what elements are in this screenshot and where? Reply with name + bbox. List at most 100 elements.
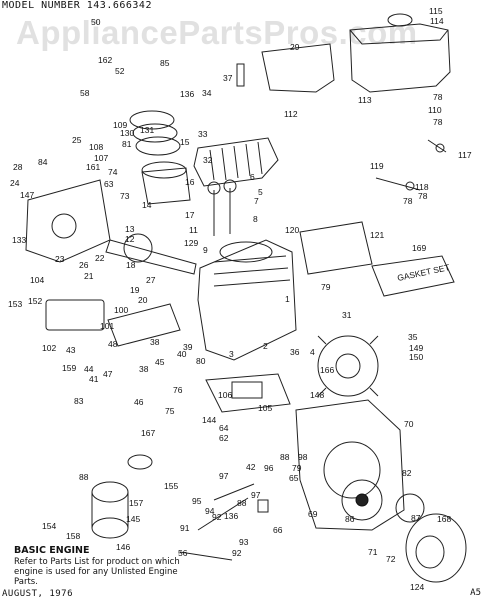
part-label-74: 74 — [108, 167, 118, 177]
part-label-46: 46 — [134, 397, 144, 407]
part-label-8: 8 — [253, 214, 258, 224]
part-label-97: 97 — [219, 471, 229, 481]
part-label-112: 112 — [284, 109, 298, 119]
part-label-100: 100 — [114, 305, 128, 315]
cylinder-head — [193, 137, 279, 187]
part-label-88: 88 — [280, 452, 290, 462]
part-label-152: 152 — [28, 296, 42, 306]
part-label-4: 4 — [310, 347, 315, 357]
part-label-12: 12 — [125, 234, 135, 244]
part-label-78: 78 — [433, 92, 443, 102]
part-label-115: 115 — [429, 6, 443, 16]
part-label-34: 34 — [202, 88, 212, 98]
part-label-78: 78 — [403, 196, 413, 206]
part-label-79: 79 — [321, 282, 331, 292]
part-label-35: 35 — [408, 332, 418, 342]
part-label-91: 91 — [180, 523, 190, 533]
part-label-24: 24 — [10, 178, 20, 188]
part-label-153: 153 — [8, 299, 22, 309]
part-label-108: 108 — [89, 142, 103, 152]
part-label-168: 168 — [437, 514, 451, 524]
part-label-131: 131 — [140, 125, 154, 135]
muffler-shield — [299, 221, 373, 275]
part-label-19: 19 — [130, 285, 140, 295]
part-label-110: 110 — [428, 105, 442, 115]
part-label-136: 136 — [180, 89, 194, 99]
part-label-101: 101 — [100, 321, 114, 331]
part-label-73: 73 — [120, 191, 130, 201]
carburetor — [45, 299, 181, 347]
part-label-29: 29 — [290, 42, 300, 52]
part-label-13: 13 — [125, 224, 135, 234]
part-label-114: 114 — [430, 16, 444, 26]
part-label-129: 129 — [184, 238, 198, 248]
base-gasket — [205, 373, 291, 413]
part-label-148: 148 — [310, 390, 324, 400]
part-label-6: 6 — [250, 172, 255, 182]
part-label-22: 22 — [95, 253, 105, 263]
part-label-117: 117 — [458, 150, 472, 160]
part-label-20: 20 — [138, 295, 148, 305]
part-label-106: 106 — [218, 390, 232, 400]
crankcase-cover — [25, 179, 111, 263]
part-label-28: 28 — [13, 162, 23, 172]
parts-list-note: Refer to Parts List for product on which… — [14, 557, 180, 587]
part-label-36: 36 — [290, 347, 300, 357]
part-label-95: 95 — [192, 496, 202, 506]
part-label-44: 44 — [84, 364, 94, 374]
part-label-64: 64 — [219, 423, 229, 433]
part-label-81: 81 — [122, 139, 132, 149]
valves — [207, 179, 237, 236]
page-code: A5 — [470, 588, 481, 598]
part-label-52: 52 — [115, 66, 125, 76]
part-label-87: 87 — [411, 513, 421, 523]
part-label-62: 62 — [219, 433, 229, 443]
piston — [141, 161, 191, 205]
part-label-48: 48 — [108, 339, 118, 349]
part-label-72: 72 — [386, 554, 396, 564]
part-label-107: 107 — [94, 153, 108, 163]
part-label-25: 25 — [72, 135, 82, 145]
date-footer: AUGUST, 1976 — [2, 589, 74, 599]
part-label-14: 14 — [142, 200, 152, 210]
part-label-85: 85 — [160, 58, 170, 68]
part-label-37: 37 — [223, 73, 233, 83]
part-label-93: 93 — [239, 537, 249, 547]
part-label-167: 167 — [141, 428, 155, 438]
part-label-47: 47 — [103, 369, 113, 379]
part-label-96: 96 — [264, 463, 274, 473]
part-label-119: 119 — [370, 161, 384, 171]
part-label-150: 150 — [409, 352, 423, 362]
engine-block — [197, 239, 297, 361]
part-label-5: 5 — [258, 187, 263, 197]
part-label-121: 121 — [370, 230, 384, 240]
air-filter — [91, 454, 153, 539]
crankshaft — [105, 233, 197, 275]
part-label-120: 120 — [285, 225, 299, 235]
part-label-94: 94 — [205, 506, 215, 516]
part-label-86: 86 — [345, 514, 355, 524]
part-label-38: 38 — [139, 364, 149, 374]
part-label-144: 144 — [202, 415, 216, 425]
part-label-17: 17 — [185, 210, 195, 220]
part-label-66: 66 — [273, 525, 283, 535]
part-label-42: 42 — [246, 462, 256, 472]
part-label-26: 26 — [79, 260, 89, 270]
part-label-83: 83 — [74, 396, 84, 406]
part-label-27: 27 — [146, 275, 156, 285]
part-label-92: 92 — [212, 512, 222, 522]
part-label-23: 23 — [55, 254, 65, 264]
tank-bracket — [261, 43, 335, 93]
part-label-104: 104 — [30, 275, 44, 285]
part-label-149: 149 — [409, 343, 423, 353]
rewind-starter — [405, 513, 467, 583]
part-label-79: 79 — [292, 463, 302, 473]
part-label-84: 84 — [38, 157, 48, 167]
part-label-3: 3 — [229, 349, 234, 359]
part-label-7: 7 — [254, 196, 259, 206]
part-label-1: 1 — [285, 294, 290, 304]
part-label-154: 154 — [42, 521, 56, 531]
part-label-159: 159 — [62, 363, 76, 373]
part-label-105: 105 — [258, 403, 272, 413]
